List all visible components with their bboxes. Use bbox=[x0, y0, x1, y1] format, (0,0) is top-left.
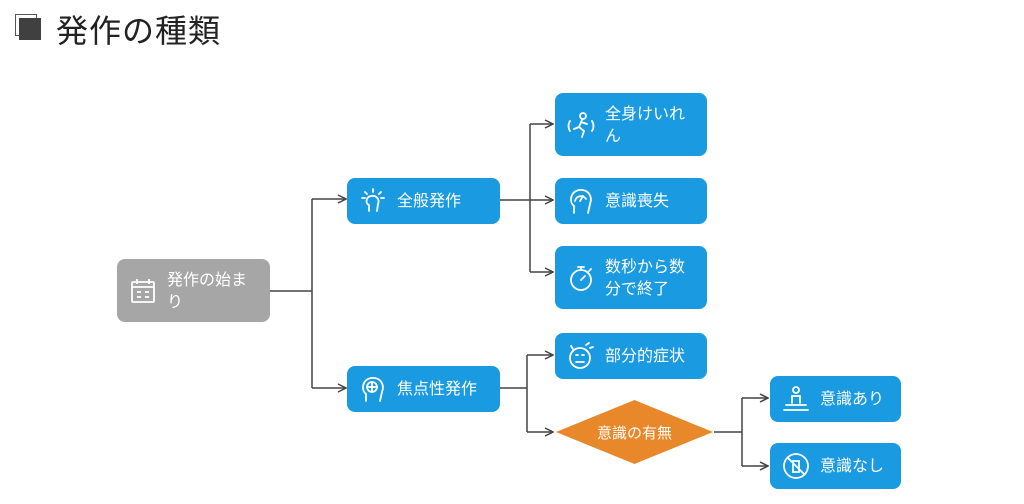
person-meditating-icon bbox=[783, 386, 809, 411]
node-seizure-onset: 発作の始まり bbox=[117, 259, 270, 322]
stopwatch-icon bbox=[570, 265, 592, 291]
node-label: 意識あり bbox=[820, 389, 885, 408]
shaking-person-icon bbox=[567, 111, 595, 138]
decision-consciousness: 意識の有無 bbox=[555, 399, 714, 465]
node-conscious: 意識あり bbox=[770, 376, 901, 422]
node-label: 全身けいれん bbox=[605, 103, 686, 145]
title-square-icon bbox=[15, 14, 41, 40]
node-label: 意識喪失 bbox=[605, 191, 670, 210]
node-unconscious: 意識なし bbox=[770, 443, 901, 489]
node-label: 発作の始まり bbox=[167, 269, 248, 311]
head-gauge-icon bbox=[570, 189, 592, 214]
node-ends-in-seconds-to-minutes: 数秒から数分で終了 bbox=[555, 246, 707, 309]
brain-head-icon bbox=[362, 377, 384, 402]
node-loss-of-consciousness: 意識喪失 bbox=[555, 178, 707, 224]
node-focal-seizure: 焦点性発作 bbox=[347, 366, 500, 412]
node-generalized-convulsion: 全身けいれん bbox=[555, 93, 707, 156]
face-symptom-icon bbox=[569, 342, 594, 369]
head-spark-icon bbox=[361, 188, 385, 212]
node-label: 数秒から数分で終了 bbox=[605, 256, 686, 298]
node-generalized-seizure: 全般発作 bbox=[347, 178, 500, 224]
diamond-shape bbox=[556, 400, 713, 464]
node-label: 意識なし bbox=[820, 456, 885, 475]
node-label: 焦点性発作 bbox=[397, 379, 478, 398]
calendar-icon bbox=[131, 278, 155, 303]
node-label: 全般発作 bbox=[397, 191, 462, 210]
page-title: 発作の種類 bbox=[56, 12, 222, 50]
decision-label: 意識の有無 bbox=[596, 423, 672, 442]
node-partial-symptoms: 部分的症状 bbox=[555, 333, 707, 379]
prohibited-person-icon bbox=[783, 453, 809, 479]
node-label: 部分的症状 bbox=[605, 346, 686, 365]
